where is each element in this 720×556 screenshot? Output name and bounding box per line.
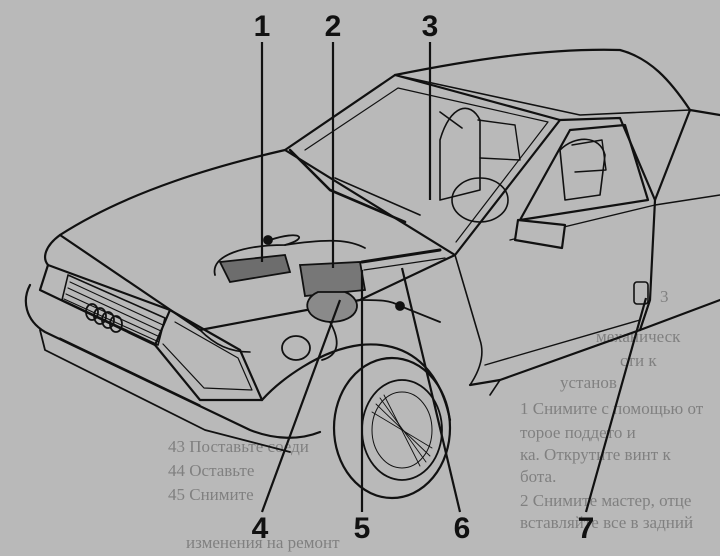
bleed-line: 3 xyxy=(660,287,669,306)
callout-3: 3 xyxy=(422,10,439,43)
sill-end xyxy=(489,379,501,396)
callout-4: 4 xyxy=(252,512,269,545)
hood-lip xyxy=(199,329,251,353)
door-handle xyxy=(633,281,649,305)
callout-2: 2 xyxy=(325,10,342,43)
wiper-blade xyxy=(334,177,421,216)
bleed-line: бота. xyxy=(520,467,556,486)
bleed-line: вставляйте все в задний xyxy=(520,513,693,532)
leader-line-4 xyxy=(260,299,342,513)
bleed-line: изменения на ремонт xyxy=(186,533,340,552)
leader-line-6 xyxy=(400,267,462,513)
headlight-lens xyxy=(162,321,253,391)
rear-headrest xyxy=(571,139,607,173)
cowl-strip xyxy=(360,248,442,264)
control-unit-2 xyxy=(298,261,367,297)
cowl-strip-inner xyxy=(363,257,446,271)
leader-line-7 xyxy=(584,297,648,513)
leader-lines xyxy=(260,42,648,513)
control-unit-1 xyxy=(218,254,292,283)
car-logo-icon xyxy=(85,303,123,333)
headlight xyxy=(153,308,264,402)
callout-1: 1 xyxy=(254,10,271,43)
cable-connector xyxy=(263,235,273,245)
front-wheel-hub xyxy=(371,391,433,469)
windshield-inner xyxy=(304,87,549,243)
bleed-line: торое поддето и xyxy=(520,423,636,442)
pump-housing xyxy=(306,291,358,323)
hood-top xyxy=(44,148,287,267)
grille xyxy=(61,274,166,346)
bleed-through-text: 3 механическ сти к установ 1 Снимите с п… xyxy=(168,287,704,552)
callout-5: 5 xyxy=(354,512,371,545)
roof-line xyxy=(393,48,692,112)
rear-sill xyxy=(638,298,720,332)
bleed-line: 44 Оставьте xyxy=(168,461,254,480)
reservoir-cap xyxy=(281,335,311,361)
bleed-line: 1 Снимите с помощью от xyxy=(520,399,704,418)
door-strip xyxy=(484,319,641,366)
grille-slats xyxy=(63,281,164,343)
front-seat xyxy=(439,107,481,201)
rear-view-mirror xyxy=(439,111,463,129)
wheel-spokes xyxy=(371,394,433,467)
roof-edge xyxy=(394,74,691,116)
steering-wheel xyxy=(451,177,509,223)
bumper-strip xyxy=(59,337,201,406)
bumper-lower xyxy=(39,329,291,453)
rear-window-frame xyxy=(653,108,720,202)
bleed-line: 43 Поставьте соеди xyxy=(168,437,309,456)
bleed-line: механическ xyxy=(596,327,681,346)
cable-run xyxy=(284,239,366,249)
hose-clip xyxy=(395,301,405,311)
bleed-line: установ xyxy=(560,373,617,392)
callout-6: 6 xyxy=(454,512,471,545)
side-window xyxy=(518,123,650,222)
front-bumper xyxy=(24,283,322,439)
side-mirror xyxy=(513,218,567,250)
engine-components xyxy=(213,234,446,361)
hose-down xyxy=(321,321,338,361)
bleed-line: 45 Снимите xyxy=(168,485,254,504)
bleed-line: ка. Открутите винт к xyxy=(520,445,671,464)
headrest xyxy=(477,119,521,161)
rear-seat xyxy=(559,138,606,201)
car-body xyxy=(24,48,720,500)
a-pillar-edge xyxy=(454,254,483,386)
front-wheel-tyre xyxy=(332,356,452,500)
rear-door-belt xyxy=(654,194,720,206)
hood-front xyxy=(58,233,457,332)
callout-7: 7 xyxy=(578,512,595,545)
wiper-arm xyxy=(288,148,407,224)
bleed-line: 2 Снимите мастер, отце xyxy=(520,491,691,510)
callouts: 1 2 3 4 5 6 7 xyxy=(252,10,595,545)
